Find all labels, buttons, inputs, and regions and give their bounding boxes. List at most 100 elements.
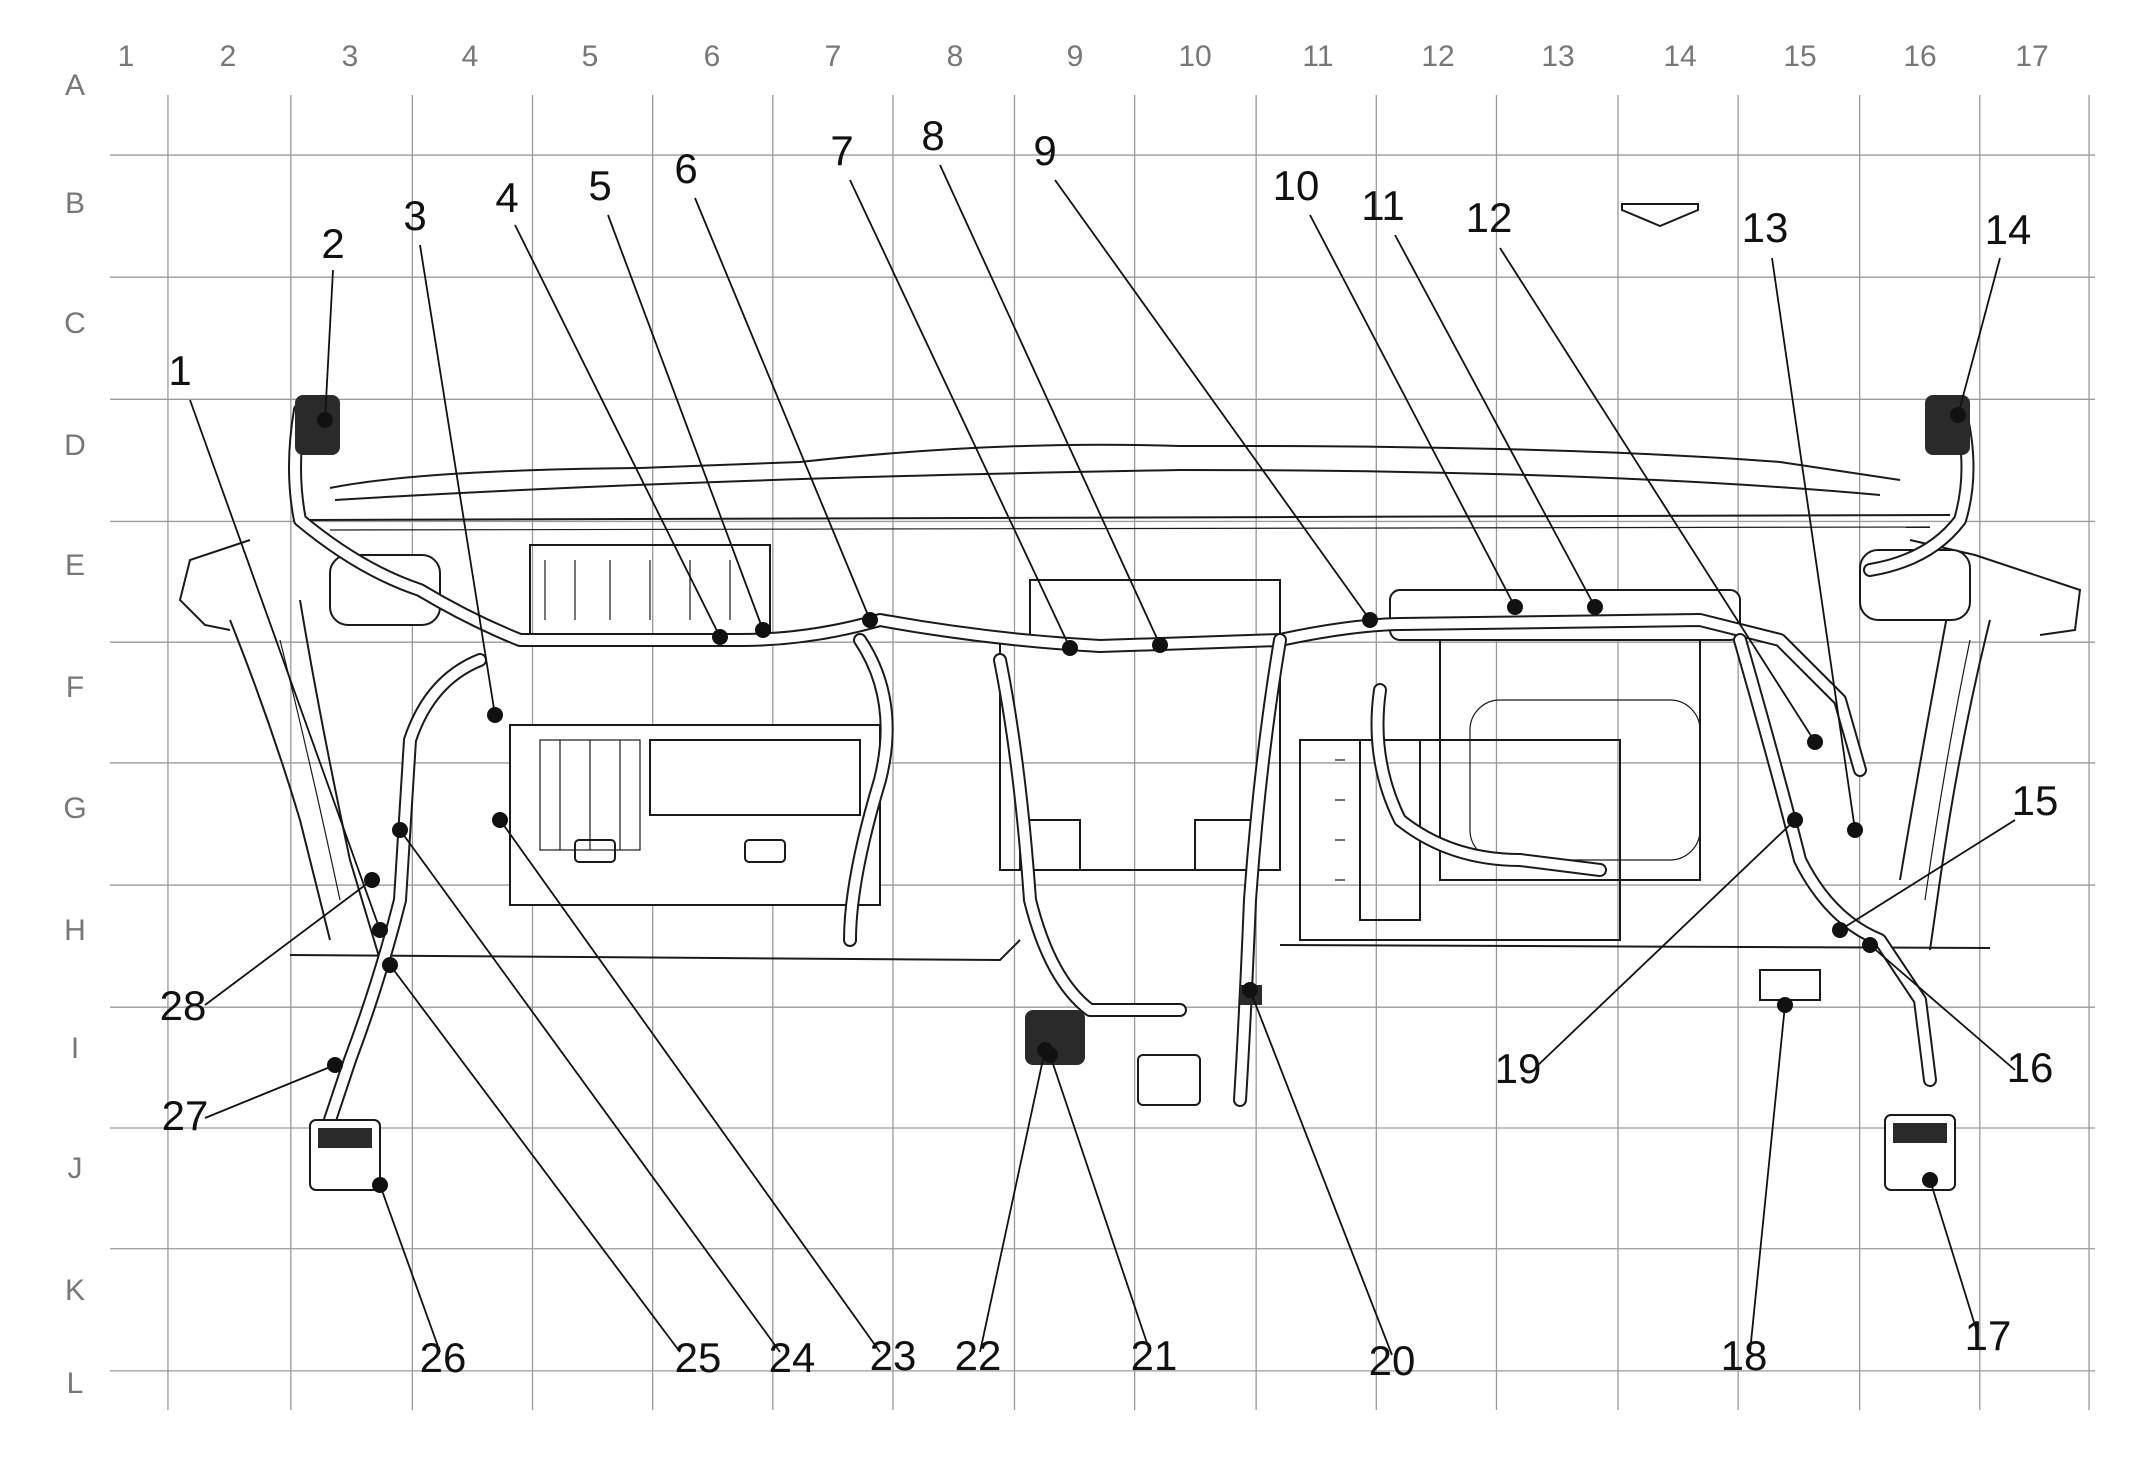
- callout-anchor-dot: [392, 822, 408, 838]
- callout-number: 25: [675, 1334, 722, 1381]
- callout-anchor-dot: [1062, 640, 1078, 656]
- row-label: G: [63, 792, 86, 825]
- callout-anchor-dot: [1037, 1042, 1053, 1058]
- callout-number: 22: [955, 1332, 1002, 1379]
- callout-6: 6: [674, 145, 878, 628]
- column-label: 12: [1421, 40, 1454, 73]
- column-label: 1: [118, 40, 135, 73]
- callout-number: 16: [2007, 1044, 2054, 1091]
- callout-3: 3: [403, 192, 503, 723]
- instrument-panel-drawing: [178, 443, 2082, 962]
- callout-27: 27: [162, 1057, 343, 1139]
- callout-28: 28: [160, 872, 380, 1029]
- callout-anchor-dot: [712, 629, 728, 645]
- callout-anchor-dot: [1922, 1172, 1938, 1188]
- callout-19: 19: [1495, 812, 1803, 1092]
- row-label: I: [71, 1032, 79, 1065]
- callout-leader-line: [607, 214, 764, 631]
- callout-7: 7: [830, 127, 1078, 656]
- callout-anchor-dot: [1847, 822, 1863, 838]
- callout-12: 12: [1466, 194, 1823, 750]
- callout-number: 10: [1273, 162, 1320, 209]
- column-label: 11: [1302, 40, 1333, 73]
- callout-number: 14: [1985, 206, 2032, 253]
- callout-anchor-dot: [862, 612, 878, 628]
- callout-number: 13: [1742, 204, 1789, 251]
- column-label: 4: [462, 40, 479, 73]
- column-label: 17: [2015, 40, 2048, 73]
- column-label: 3: [342, 40, 359, 73]
- row-label: A: [65, 69, 85, 102]
- column-label: 16: [1903, 40, 1936, 73]
- callout-25: 25: [382, 957, 721, 1381]
- callout-2: 2: [317, 220, 345, 428]
- callout-number: 2: [321, 220, 344, 267]
- callout-leader-line: [1499, 247, 1816, 743]
- callout-number: 6: [674, 145, 697, 192]
- callout-number: 21: [1131, 1332, 1178, 1379]
- column-label: 15: [1783, 40, 1816, 73]
- row-label: L: [67, 1367, 84, 1400]
- callout-leader-line: [1957, 257, 2001, 416]
- callout-leader-line: [1394, 234, 1596, 608]
- callout-16: 16: [1862, 937, 2053, 1091]
- callout-number: 17: [1965, 1312, 2012, 1359]
- down-arrow-icon: [1621, 203, 1699, 228]
- callout-leader-line: [1249, 989, 1393, 1356]
- callout-number: 24: [769, 1334, 816, 1381]
- callout-26: 26: [372, 1177, 466, 1381]
- callout-leader-line: [694, 197, 871, 621]
- callout-number: 7: [830, 127, 853, 174]
- callout-anchor-dot: [372, 1177, 388, 1193]
- callout-anchor-dot: [1862, 937, 1878, 953]
- callout-leader-line: [324, 269, 334, 421]
- row-label: H: [64, 914, 86, 947]
- callout-15: 15: [1832, 777, 2058, 938]
- callout-leader-line: [514, 224, 721, 638]
- callout-13: 13: [1742, 204, 1863, 838]
- callout-4: 4: [495, 174, 728, 645]
- column-label: 13: [1541, 40, 1574, 73]
- callout-17: 17: [1922, 1172, 2011, 1359]
- callout-leader-line: [379, 1184, 441, 1353]
- callout-anchor-dot: [492, 812, 508, 828]
- callout-anchor-dot: [1587, 599, 1603, 615]
- callout-leader-line: [189, 399, 381, 931]
- row-label: F: [66, 671, 84, 704]
- callout-anchor-dot: [1507, 599, 1523, 615]
- callout-number: 20: [1369, 1337, 1416, 1384]
- callout-24: 24: [392, 822, 815, 1381]
- callout-anchor-dot: [372, 922, 388, 938]
- callout-number: 3: [403, 192, 426, 239]
- column-label: 6: [704, 40, 721, 73]
- callout-20: 20: [1242, 982, 1415, 1384]
- callout-leader-line: [1929, 1179, 1979, 1336]
- callout-number: 1: [168, 347, 191, 394]
- callout-number: 27: [162, 1092, 209, 1139]
- callout-10: 10: [1273, 162, 1523, 615]
- callout-22: 22: [955, 1042, 1053, 1379]
- callout-number: 28: [160, 982, 207, 1029]
- column-label: 5: [582, 40, 599, 73]
- callout-number: 4: [495, 174, 518, 221]
- callout-leader-line: [1534, 819, 1796, 1069]
- callout-leader-line: [979, 1049, 1046, 1353]
- callout-number: 5: [588, 162, 611, 209]
- callout-leader-line: [499, 819, 881, 1353]
- column-label: 10: [1178, 40, 1211, 73]
- callout-leader-line: [1054, 179, 1371, 621]
- callout-9: 9: [1033, 127, 1378, 628]
- callout-anchor-dot: [1950, 407, 1966, 423]
- row-label: K: [65, 1274, 85, 1307]
- callout-leader-line: [1839, 819, 2016, 931]
- callout-number: 11: [1361, 182, 1405, 229]
- row-label: E: [65, 549, 85, 582]
- callout-leader-line: [1771, 257, 1856, 831]
- callout-leader-line: [1869, 944, 2016, 1071]
- callout-anchor-dot: [1362, 612, 1378, 628]
- callout-leader-line: [939, 164, 1161, 646]
- wiring-harness: [288, 203, 1975, 1191]
- callout-anchor-dot: [1787, 812, 1803, 828]
